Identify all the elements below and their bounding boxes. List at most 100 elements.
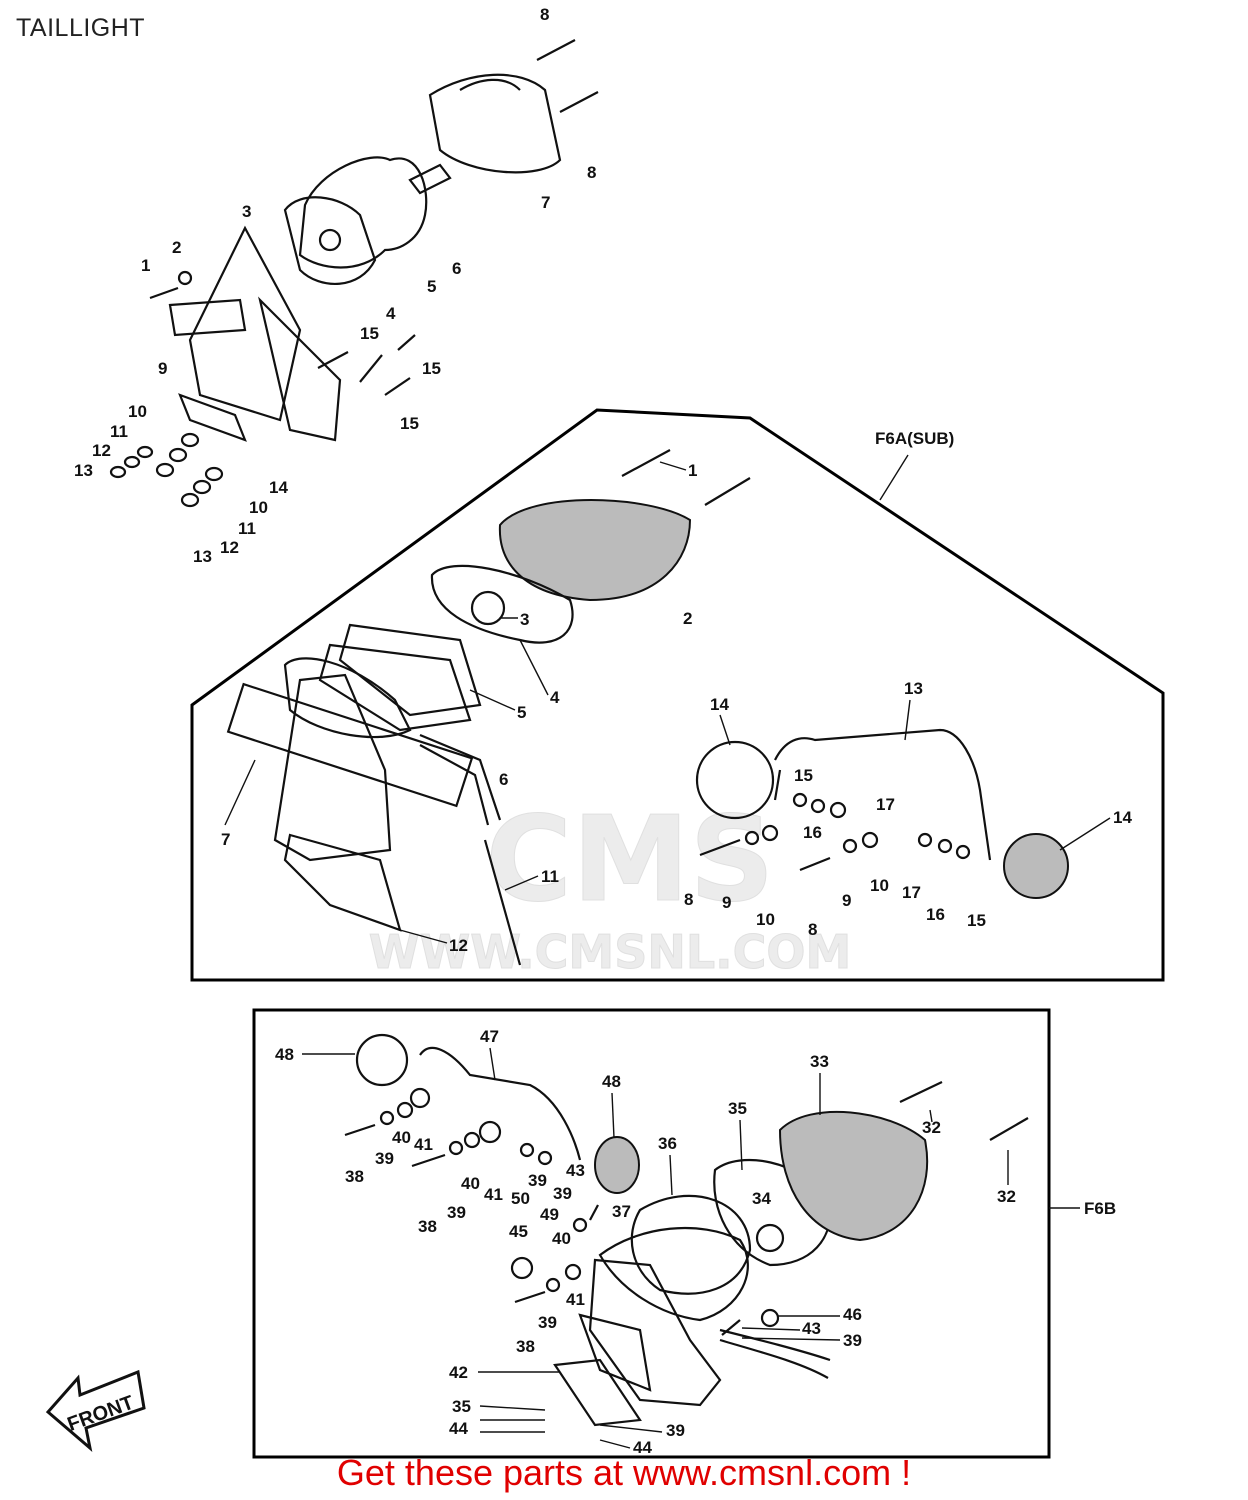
part-label: 2 (683, 609, 692, 628)
part-label: 6 (499, 770, 508, 789)
part-label: 9 (842, 891, 851, 910)
part-label: 13 (74, 461, 93, 480)
footer-link[interactable]: Get these parts at www.cmsnl.com ! (336, 1452, 912, 1493)
part-label: 39 (538, 1313, 557, 1332)
part-label: 45 (509, 1222, 528, 1241)
part-label: 14 (269, 478, 288, 497)
part-label: 41 (566, 1290, 585, 1309)
part-label: 46 (843, 1305, 862, 1324)
part-label: 40 (552, 1229, 571, 1248)
part-label: 39 (447, 1203, 466, 1222)
part-label: 3 (242, 202, 251, 221)
part-label: 7 (541, 193, 550, 212)
part-label: 15 (422, 359, 441, 378)
part-label: 5 (517, 703, 526, 722)
part-label: 10 (249, 498, 268, 517)
front-arrow-label: FRONT (65, 1392, 137, 1436)
watermark: CMS WWW.CMSNL.COM (368, 790, 852, 980)
part-label: 43 (802, 1319, 821, 1338)
section-label-f6b: F6B (1084, 1199, 1116, 1218)
part-label: 39 (843, 1331, 862, 1350)
part-label: 48 (275, 1045, 294, 1064)
part-label: 44 (449, 1419, 468, 1438)
section-label-f6a: F6A(SUB) (875, 429, 954, 448)
part-label: 41 (414, 1135, 433, 1154)
front-arrow: FRONT (45, 1369, 146, 1452)
part-label: 4 (550, 688, 560, 707)
part-label: 9 (722, 893, 731, 912)
page-title: TAILLIGHT (16, 14, 146, 42)
f6a-group-parts (226, 449, 1069, 966)
part-label: 43 (566, 1161, 585, 1180)
part-label: 11 (541, 867, 559, 886)
part-label: 14 (1113, 808, 1132, 827)
part-label: 10 (128, 402, 147, 421)
part-label: 50 (511, 1189, 530, 1208)
part-label: 11 (238, 519, 256, 538)
f6b-group-labels: 48 47 48 33 35 36 32 32 38 39 40 41 38 3… (275, 1027, 1016, 1457)
part-label: 39 (553, 1184, 572, 1203)
part-label: 38 (516, 1337, 535, 1356)
part-label: 15 (400, 414, 419, 433)
part-label: 1 (141, 256, 150, 275)
part-label: 6 (452, 259, 461, 278)
part-label: 2 (172, 238, 181, 257)
part-label: 16 (926, 905, 945, 924)
part-label: 15 (967, 911, 986, 930)
part-label: 33 (810, 1052, 829, 1071)
part-label: 8 (540, 5, 549, 24)
part-label: 9 (158, 359, 167, 378)
part-label: 17 (902, 883, 921, 902)
watermark-url: WWW.CMSNL.COM (369, 925, 852, 979)
part-label: 49 (540, 1205, 559, 1224)
part-label: 44 (633, 1438, 652, 1457)
main-group-parts (109, 39, 599, 508)
part-label: 12 (92, 441, 111, 460)
part-label: 7 (221, 830, 230, 849)
part-label: 39 (375, 1149, 394, 1168)
part-label: 41 (484, 1185, 503, 1204)
part-label: 12 (449, 936, 468, 955)
f6a-group-labels: 1 2 3 4 5 6 7 11 12 13 14 14 15 16 17 8 … (221, 461, 1132, 955)
part-label: 13 (904, 679, 923, 698)
part-label: 8 (587, 163, 596, 182)
part-label: 10 (756, 910, 775, 929)
part-label: 39 (528, 1171, 547, 1190)
part-label: 11 (110, 422, 128, 441)
main-group-labels: 8 8 7 6 5 4 3 2 1 15 15 15 9 10 11 12 13… (74, 5, 596, 566)
f6b-frame (252, 1008, 1051, 1459)
part-label: 47 (480, 1027, 499, 1046)
part-label: 4 (386, 304, 396, 323)
part-label: 3 (520, 610, 529, 629)
part-label: 16 (803, 823, 822, 842)
part-label: 1 (688, 461, 697, 480)
part-label: 39 (666, 1421, 685, 1440)
part-label: 8 (684, 890, 693, 909)
part-label: 15 (794, 766, 813, 785)
part-label: 36 (658, 1134, 677, 1153)
part-label: 37 (612, 1202, 631, 1221)
part-label: 32 (922, 1118, 941, 1137)
part-label: 15 (360, 324, 379, 343)
part-label: 17 (876, 795, 895, 814)
part-label: 14 (710, 695, 729, 714)
part-label: 35 (728, 1099, 747, 1118)
part-label: 12 (220, 538, 239, 557)
part-label: 42 (449, 1363, 468, 1382)
watermark-logo: CMS (485, 790, 774, 928)
f6b-group-parts (344, 1033, 1029, 1427)
part-label: 38 (345, 1167, 364, 1186)
part-label: 40 (392, 1128, 411, 1147)
part-label: 10 (870, 876, 889, 895)
part-label: 40 (461, 1174, 480, 1193)
part-label: 38 (418, 1217, 437, 1236)
part-label: 35 (452, 1397, 471, 1416)
part-label: 13 (193, 547, 212, 566)
part-label: 5 (427, 277, 436, 296)
part-label: 34 (752, 1189, 771, 1208)
part-label: 48 (602, 1072, 621, 1091)
f6a-frame (190, 408, 1165, 982)
part-label: 32 (997, 1187, 1016, 1206)
part-label: 8 (808, 920, 817, 939)
